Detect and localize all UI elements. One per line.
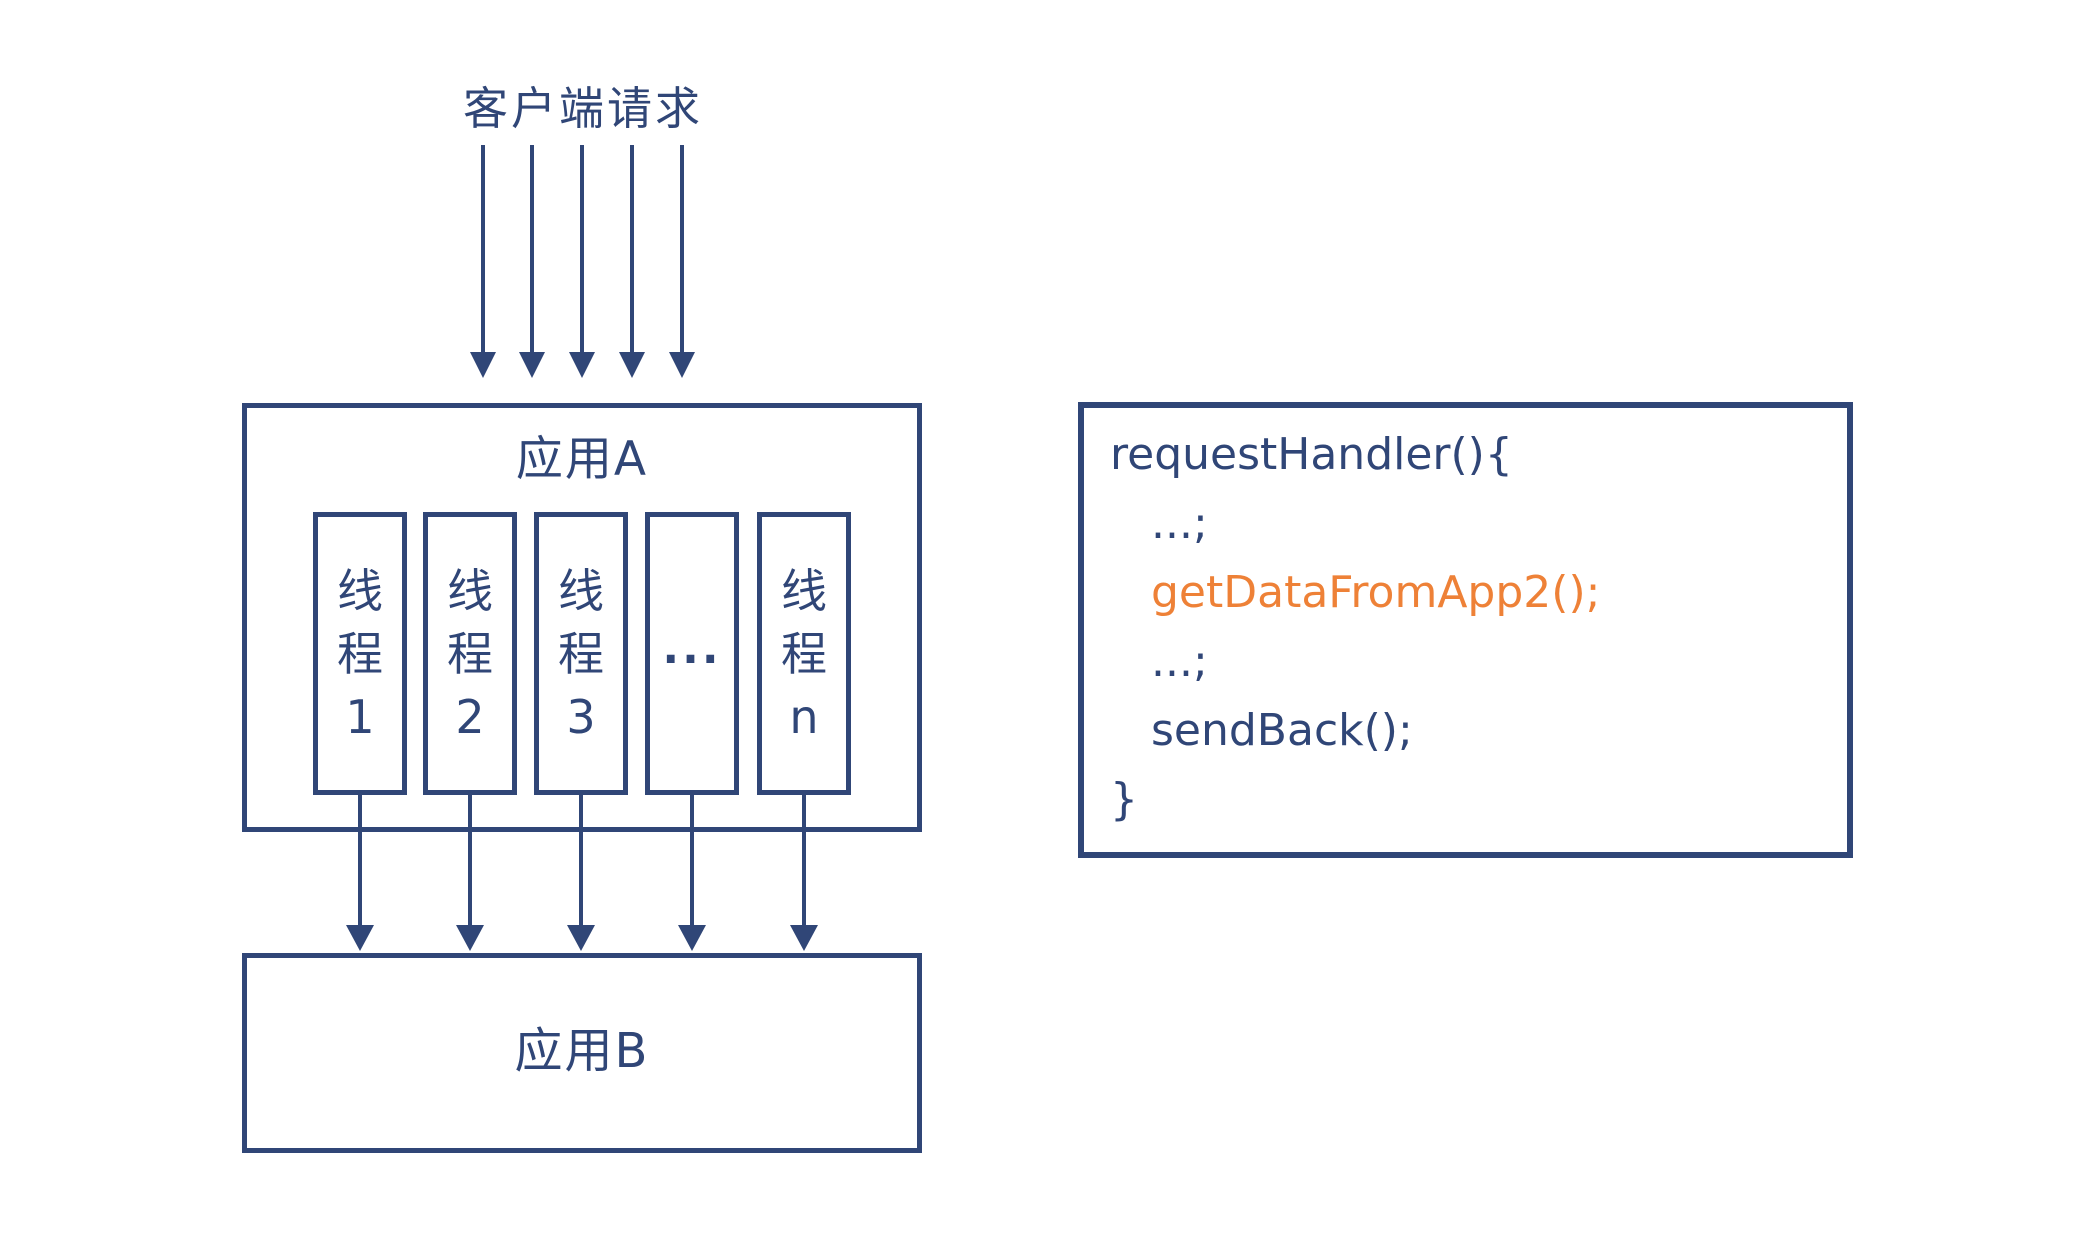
client-requests-label: 客户端请求 <box>463 82 704 135</box>
down-arrow-icon <box>456 795 484 951</box>
code-line: requestHandler(){ <box>1110 429 1513 480</box>
app-b-title: 应用B <box>514 1023 650 1079</box>
code-line-highlight: getDataFromApp2(); <box>1151 567 1601 618</box>
down-arrow-icon <box>669 145 695 378</box>
thread-box: ... <box>645 512 739 795</box>
code-line: ...; <box>1151 498 1208 549</box>
down-arrow-icon <box>470 145 496 378</box>
code-line: ...; <box>1151 636 1208 687</box>
code-line: sendBack(); <box>1151 705 1413 756</box>
app-a-title: 应用A <box>515 432 649 487</box>
code-panel: requestHandler(){...; getDataFromApp2();.… <box>1078 402 1853 858</box>
thread-ellipsis-label: ... <box>662 623 722 674</box>
down-arrow-icon <box>519 145 545 378</box>
down-arrow-icon <box>619 145 645 378</box>
down-arrow-icon <box>567 795 595 951</box>
down-arrow-icon <box>346 795 374 951</box>
down-arrow-icon <box>790 795 818 951</box>
code-line: } <box>1110 774 1138 825</box>
down-arrow-icon <box>569 145 595 378</box>
app-b-box: 应用B <box>242 953 922 1153</box>
down-arrow-icon <box>678 795 706 951</box>
